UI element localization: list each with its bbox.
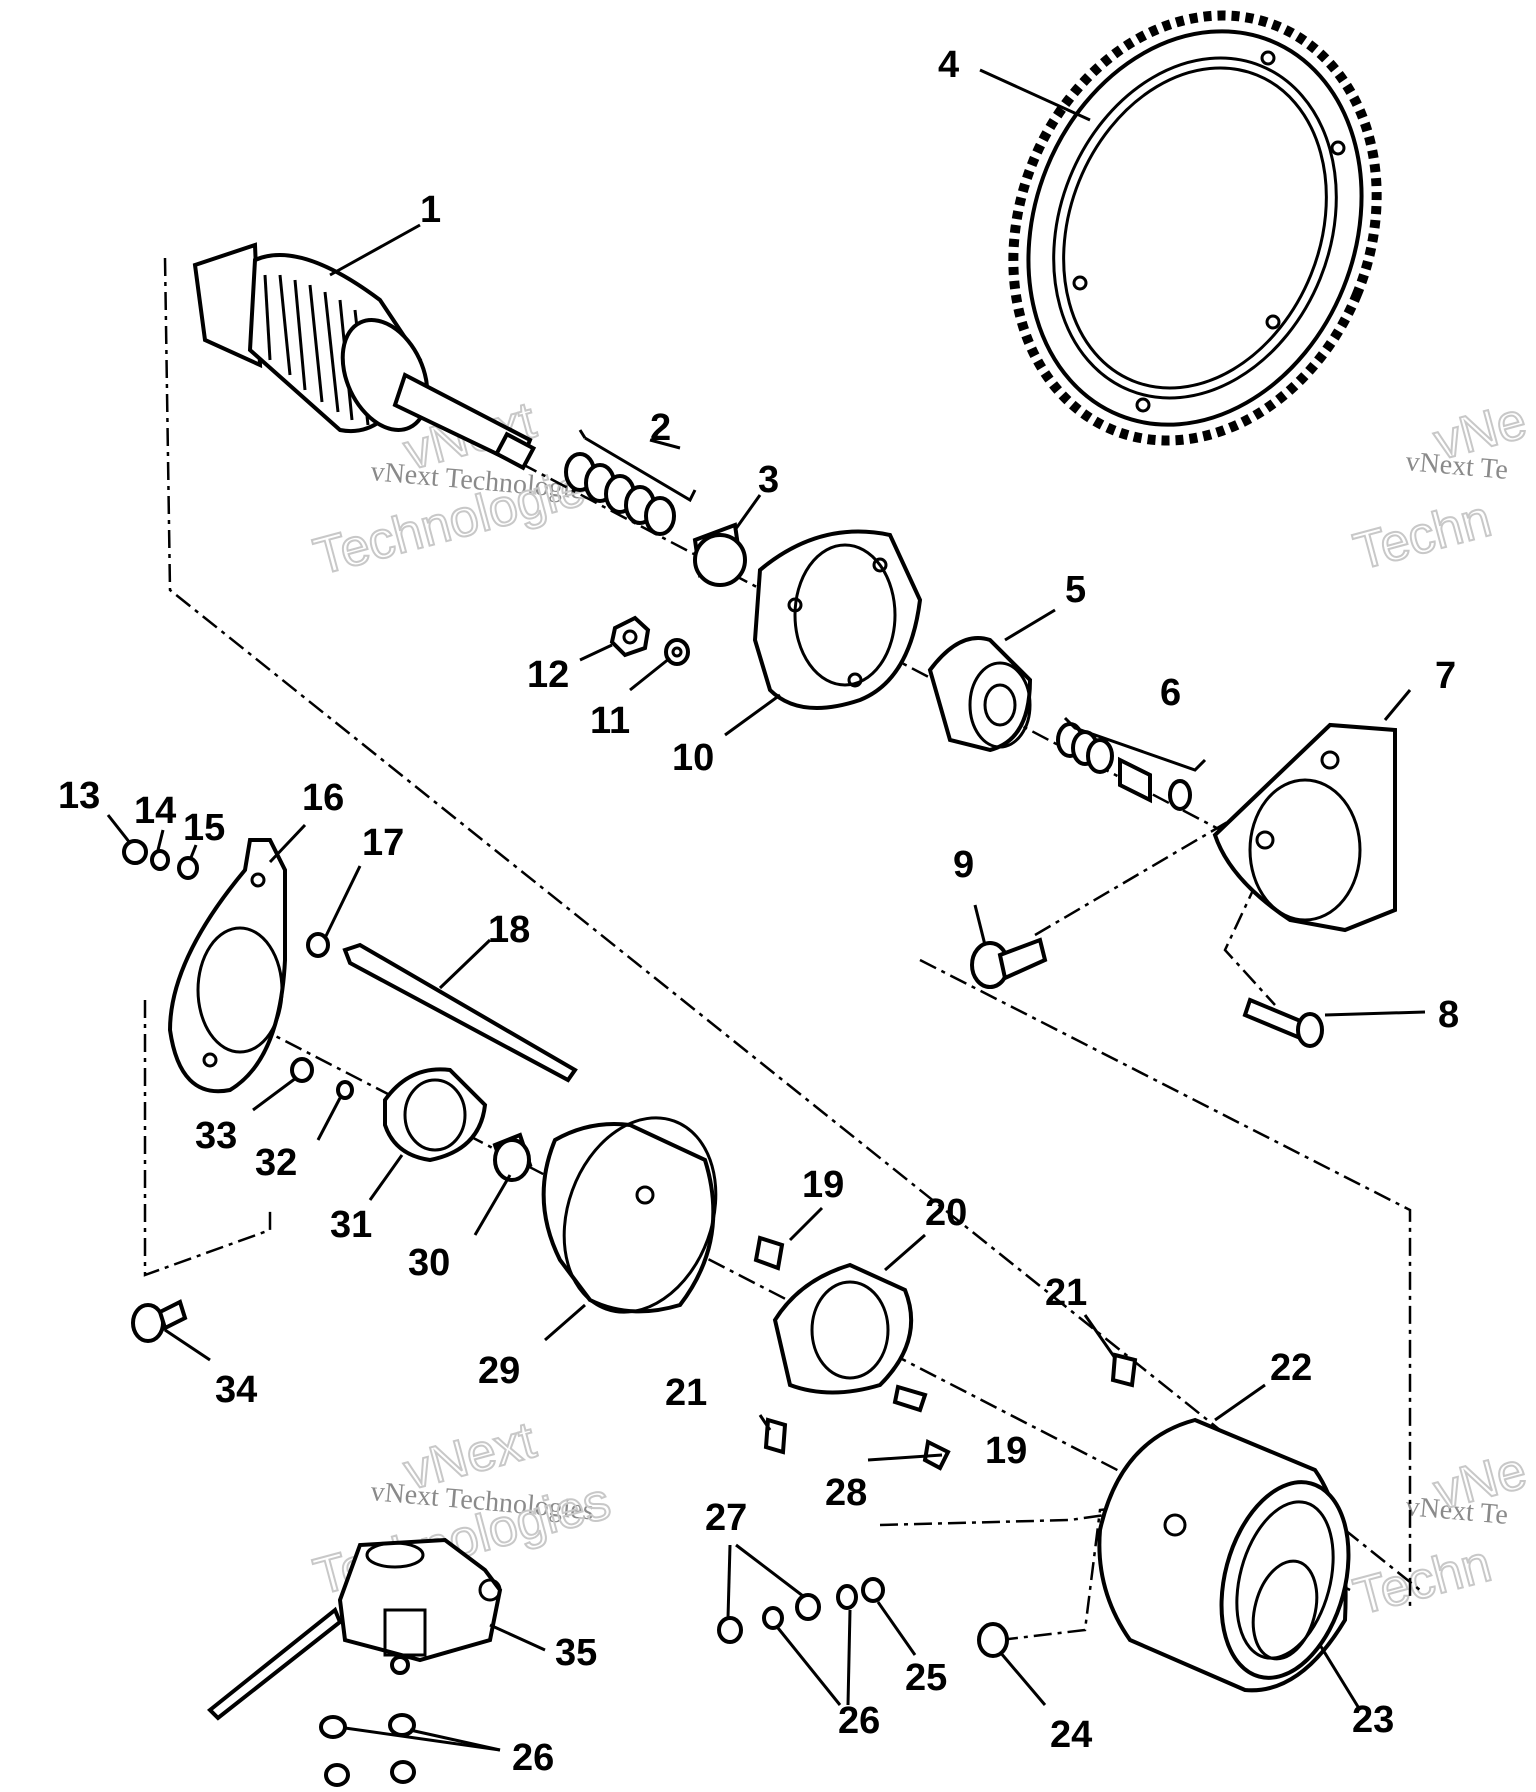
watermark-big-2b: Techn <box>1348 490 1497 582</box>
callout-8: 8 <box>1438 994 1459 1036</box>
callout-11: 11 <box>590 700 630 742</box>
end-plate <box>752 529 923 710</box>
callout-7: 7 <box>1435 655 1456 697</box>
callout-6: 6 <box>1160 672 1181 714</box>
ring-gear <box>1008 10 1382 446</box>
callout-28: 28 <box>825 1472 867 1514</box>
leader-lines <box>106 68 1426 1752</box>
commutator-end-housing <box>541 1116 718 1314</box>
end-cap <box>383 1067 488 1163</box>
callout-34: 34 <box>215 1369 257 1411</box>
drive-end-bracket <box>1212 722 1397 933</box>
drive-pinion <box>927 636 1033 753</box>
mounting-bolt <box>1242 997 1324 1048</box>
callout-18: 18 <box>488 909 530 951</box>
watermark-big-4b: Techn <box>1348 1535 1497 1627</box>
callout-14: 14 <box>134 790 176 832</box>
callout-16: 16 <box>302 777 344 819</box>
flat-washer <box>177 856 199 880</box>
housing-screw <box>977 1622 1009 1658</box>
callout-15: 15 <box>183 807 225 849</box>
spring-assembly <box>564 429 697 536</box>
brush-lower <box>892 1384 928 1413</box>
rear-bolt <box>131 1299 188 1343</box>
brush-holder-washer <box>336 1080 354 1100</box>
callout-21-right: 21 <box>1045 1272 1087 1314</box>
callout-22: 22 <box>1270 1347 1312 1389</box>
callout-23: 23 <box>1352 1699 1394 1741</box>
callout-9: 9 <box>953 844 974 886</box>
brush-holder-screw <box>290 1057 314 1083</box>
assembly-line-right <box>919 958 1412 1610</box>
callout-17: 17 <box>362 822 404 864</box>
callout-10: 10 <box>672 737 714 779</box>
brush-upper <box>753 1235 785 1271</box>
field-coil <box>1251 1559 1319 1661</box>
armature <box>192 242 537 471</box>
callout-2: 2 <box>650 407 671 449</box>
assembly-line-left <box>143 1000 272 1277</box>
assembly-line-main <box>163 257 1421 1591</box>
solenoid <box>207 1537 503 1721</box>
terminal-nut <box>795 1593 821 1621</box>
washer <box>664 638 690 666</box>
callout-24: 24 <box>1050 1714 1092 1756</box>
callout-4: 4 <box>938 44 959 86</box>
terminal-washer-outer <box>861 1577 885 1603</box>
assembly-line-bolt-9 <box>1034 798 1266 937</box>
terminal-washer-inner <box>836 1584 858 1610</box>
through-bolt <box>342 942 578 1083</box>
callout-labels: 1 2 3 4 5 6 7 8 9 10 11 12 13 14 15 16 1… <box>58 44 1459 1779</box>
brush-plate <box>772 1262 914 1395</box>
callout-26-solenoid: 26 <box>512 1737 554 1779</box>
nut-small <box>122 839 148 865</box>
callout-26-center: 26 <box>838 1700 880 1742</box>
callout-30: 30 <box>408 1242 450 1284</box>
rear-bracket-plate <box>167 838 287 1094</box>
callout-35: 35 <box>555 1632 597 1674</box>
callout-3: 3 <box>758 459 779 501</box>
watermark-big-4a: vNe <box>1428 1442 1532 1522</box>
callout-25: 25 <box>905 1657 947 1699</box>
nut <box>609 615 651 658</box>
terminal-lock-washer <box>762 1606 784 1630</box>
callout-21-left: 21 <box>665 1372 707 1414</box>
callout-32: 32 <box>255 1142 297 1184</box>
rear-bushing <box>492 1132 533 1182</box>
motor-housing <box>1097 1417 1351 1693</box>
callout-29: 29 <box>478 1350 520 1392</box>
callout-1: 1 <box>420 189 441 231</box>
callout-12: 12 <box>527 654 569 696</box>
drive-spring <box>1056 722 1192 811</box>
through-bolt-washer <box>306 932 330 958</box>
bushing <box>692 522 747 587</box>
callout-31: 31 <box>330 1204 372 1246</box>
terminal-nut-outer <box>717 1616 743 1644</box>
callout-33: 33 <box>195 1115 237 1157</box>
lock-washer <box>150 849 170 871</box>
callout-13: 13 <box>58 775 100 817</box>
callout-19-upper: 19 <box>802 1164 844 1206</box>
callout-27: 27 <box>705 1497 747 1539</box>
brush-spring-left <box>763 1417 788 1455</box>
callout-5: 5 <box>1065 569 1086 611</box>
flange-bolt <box>970 937 1048 989</box>
callout-20: 20 <box>925 1192 967 1234</box>
watermark-group: vNext Technologies vNext Technologies vN… <box>307 390 1533 1628</box>
watermark-big-2a: vNe <box>1428 392 1532 472</box>
solenoid-nuts <box>319 1713 416 1787</box>
brush-spring-right <box>1110 1352 1138 1388</box>
callout-19-lower: 19 <box>985 1430 1027 1472</box>
